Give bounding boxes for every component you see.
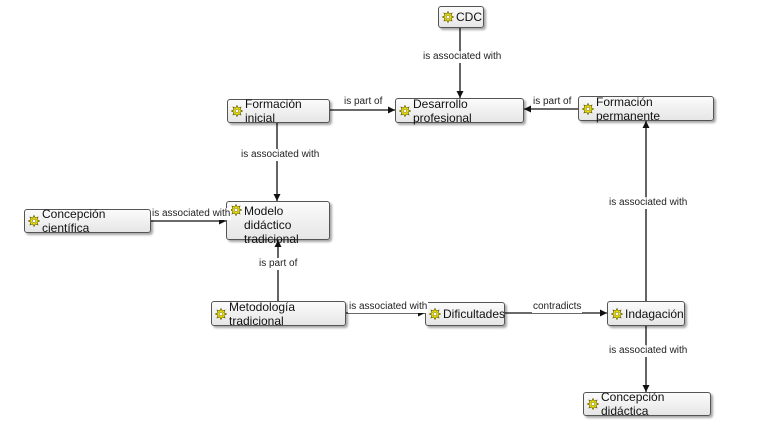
concept-icon <box>399 104 411 117</box>
node-label: Indagación <box>625 306 684 321</box>
edge-label-indagacion-permanente: is associated with <box>608 197 689 209</box>
edge-label-indagacion-didactica: is associated with <box>608 345 689 357</box>
node-label: Metodología tradicional <box>229 299 296 328</box>
concept-icon <box>442 11 454 23</box>
concept-icon <box>215 307 227 320</box>
node-formacion-permanente[interactable]: Formación permanente <box>578 94 714 123</box>
node-concepcion-cientifica[interactable]: Concepción científica <box>24 207 151 235</box>
node-label: Concepción científica <box>42 207 106 235</box>
node-label: Modelo didáctico tradicional <box>244 204 299 246</box>
edge-label-metodologia-dificultades: is associated with <box>348 301 429 313</box>
concept-icon-core <box>31 218 37 224</box>
edge-label-metodologia-modelo: is part of <box>258 258 299 270</box>
node-indagacion[interactable]: Indagación <box>607 301 685 326</box>
concept-icon <box>429 308 441 320</box>
node-label: Formación inicial <box>245 97 302 125</box>
concept-icon <box>230 204 242 216</box>
node-label: Desarrollo profesional <box>413 96 472 125</box>
edge-label-permanente-desarrollo: is part of <box>532 96 573 108</box>
edge-label-cientifica-modelo: is associated with <box>151 208 232 220</box>
concept-icon-core <box>614 311 620 316</box>
node-concepcion-didactica[interactable]: Concepción didáctica <box>583 390 711 418</box>
edge-label-cdc-desarrollo: is associated with <box>422 51 503 63</box>
node-modelo-didactico-tradicional[interactable]: Modelo didáctico tradicional <box>226 201 330 246</box>
concept-icon-core <box>445 14 451 20</box>
concept-icon <box>582 102 594 115</box>
concept-icon-core <box>590 401 596 407</box>
node-metodologia-tradicional[interactable]: Metodología tradicional <box>211 299 346 328</box>
concept-icon-core <box>234 108 240 114</box>
concept-icon-core <box>218 311 224 316</box>
edge-label-inicial-desarrollo: is part of <box>343 96 384 108</box>
edge-label-dificultades-indagacion: contradicts <box>532 301 583 313</box>
node-cdc[interactable]: CDC <box>438 6 484 28</box>
concept-icon <box>28 215 40 227</box>
node-label: Concepción didáctica <box>601 390 665 418</box>
node-label: Dificultades <box>443 307 506 321</box>
node-label: Formación permanente <box>596 94 661 123</box>
concept-icon <box>231 105 243 117</box>
concept-icon <box>587 398 599 410</box>
node-formacion-inicial[interactable]: Formación inicial <box>227 97 330 125</box>
concept-icon-core <box>402 108 408 113</box>
concept-icon-core <box>432 311 438 317</box>
concept-icon <box>611 307 623 320</box>
node-dificultades[interactable]: Dificultades <box>425 302 505 326</box>
concept-icon-core <box>585 106 591 111</box>
node-label: CDC <box>456 10 482 24</box>
edge-label-inicial-modelo: is associated with <box>240 149 321 161</box>
concept-icon-core <box>233 207 239 213</box>
node-desarrollo-profesional[interactable]: Desarrollo profesional <box>395 96 524 125</box>
